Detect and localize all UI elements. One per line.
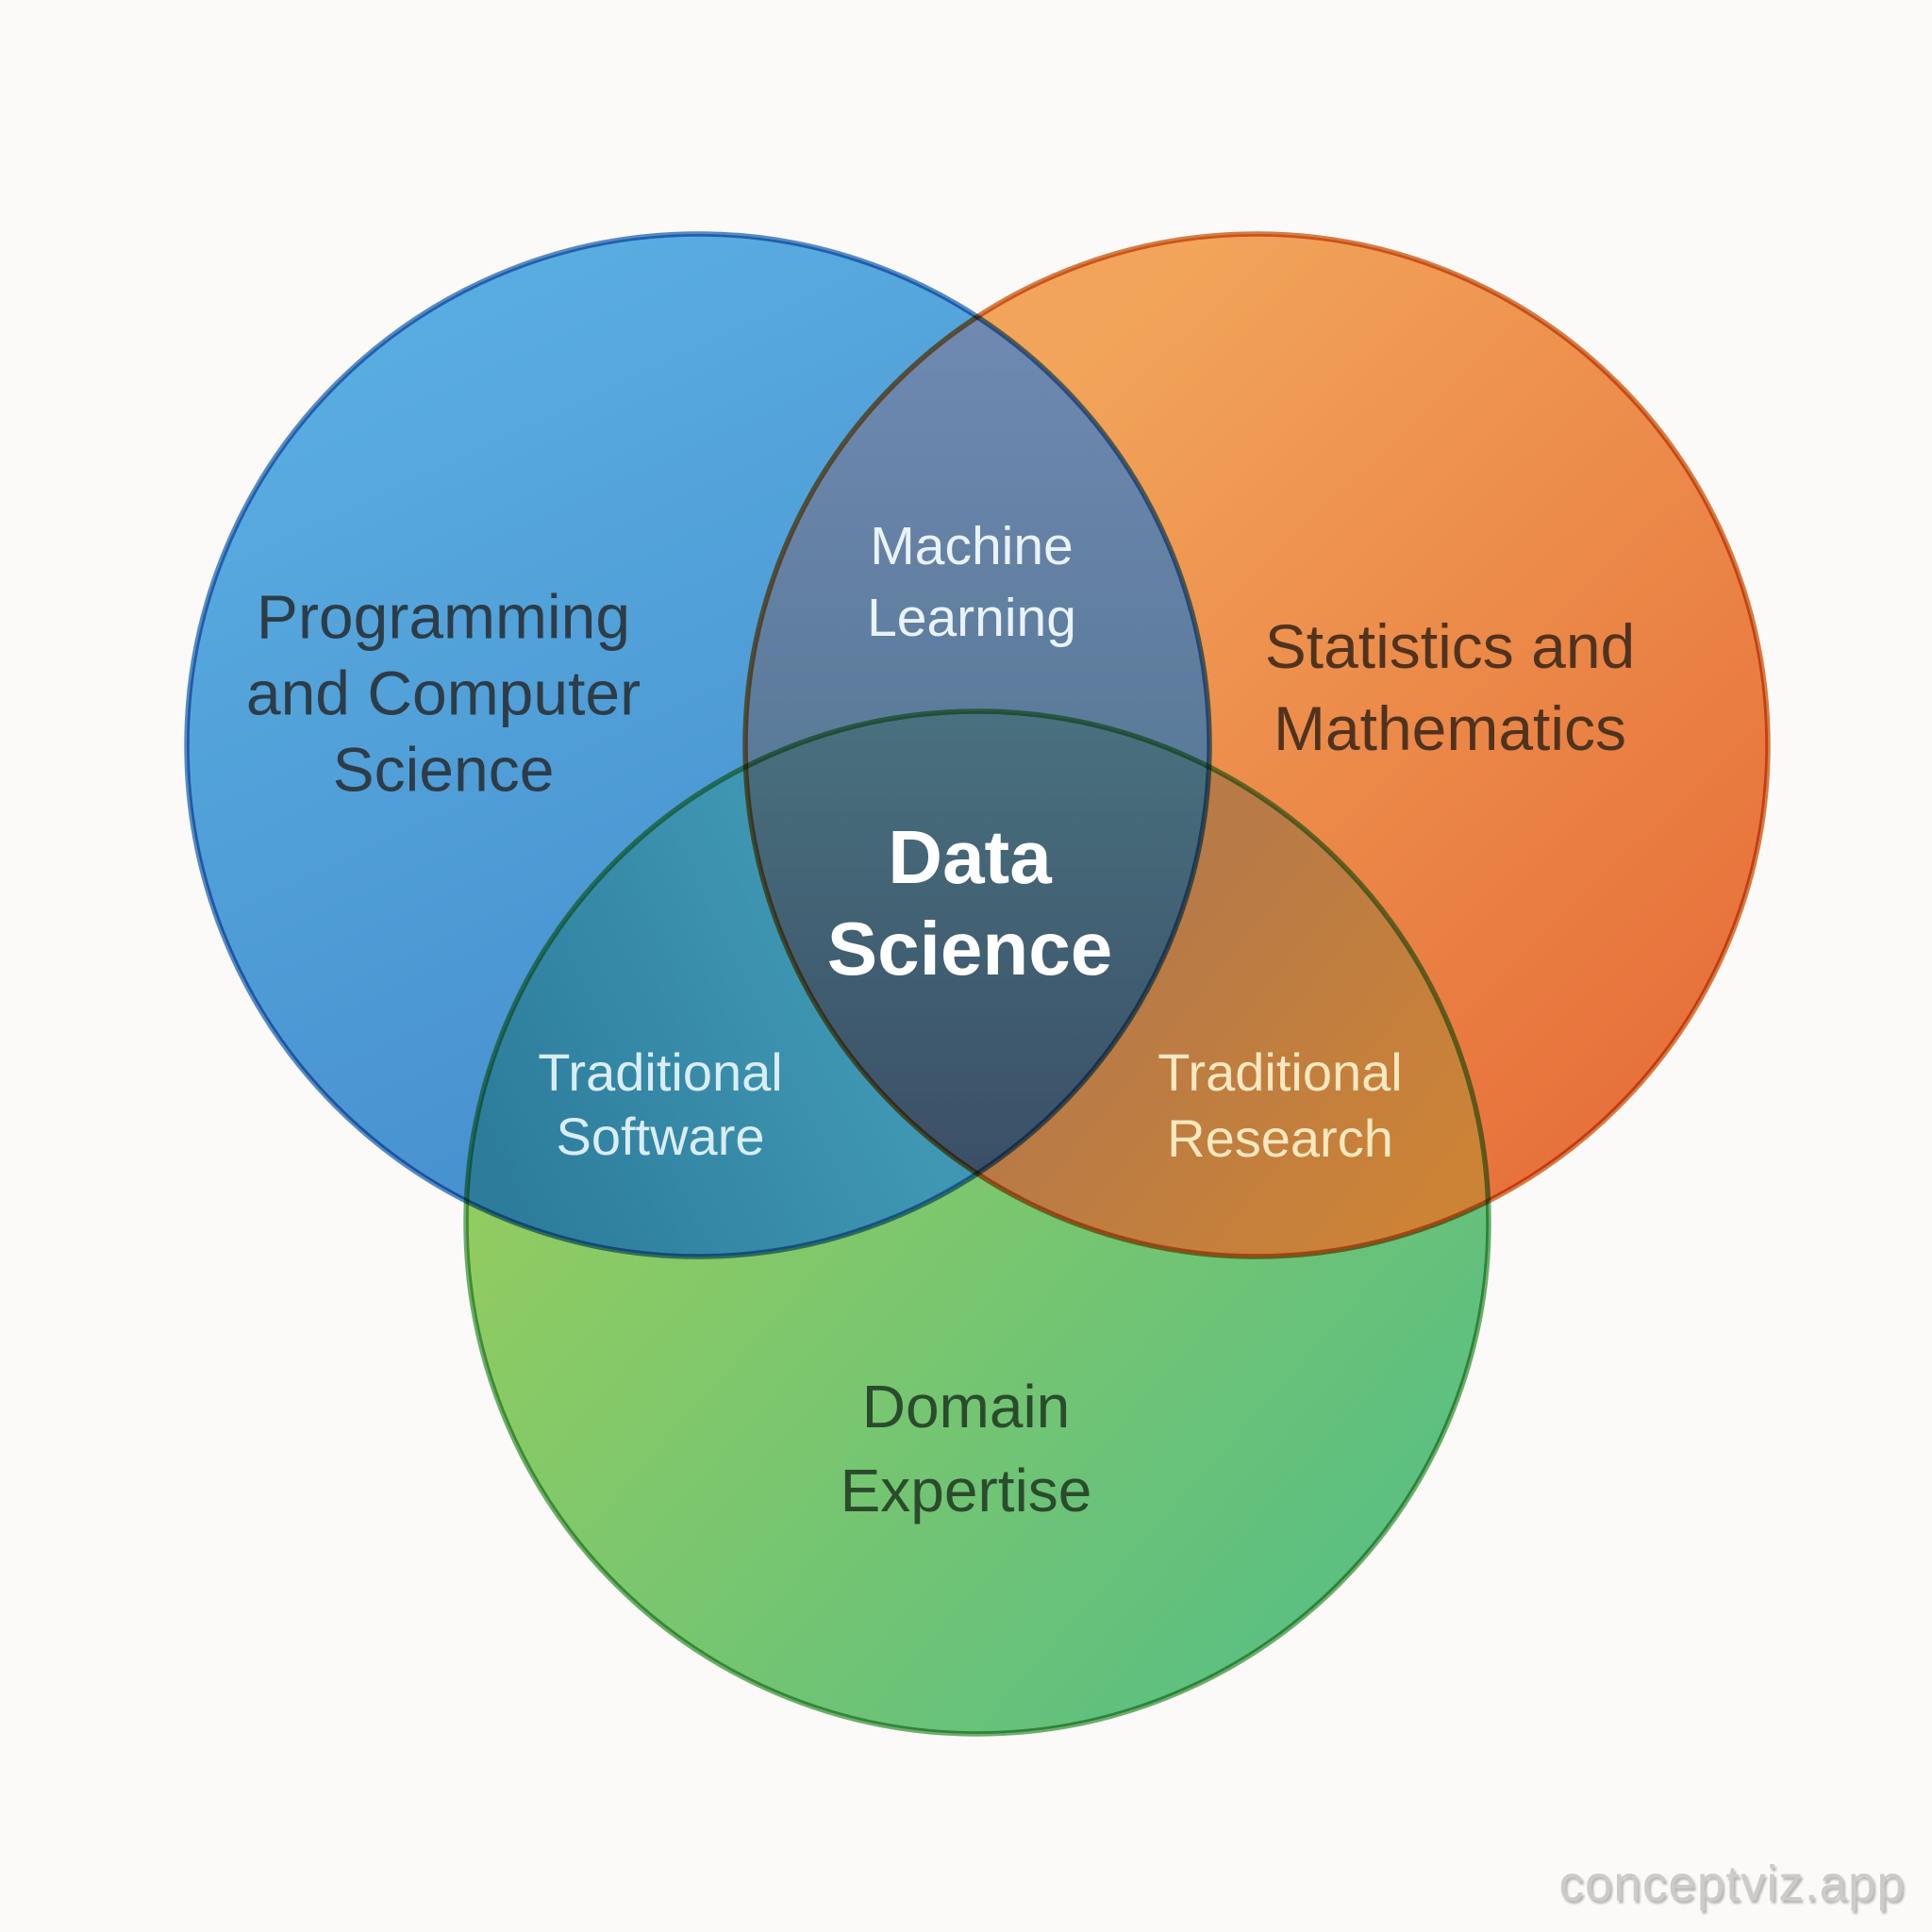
watermark: conceptviz.app bbox=[1558, 1856, 1906, 1912]
circle-outline-programming bbox=[184, 231, 1212, 1259]
circle-label-domain: Domain Expertise bbox=[840, 1373, 1092, 1524]
circle-label-programming: Programming and Computer Science bbox=[245, 581, 641, 805]
circle-outline-statistics bbox=[742, 231, 1771, 1259]
overlap-label-traditional-research: Traditional Research bbox=[1158, 1042, 1403, 1168]
circle-outline-domain bbox=[463, 708, 1491, 1737]
overlap-label-machine-learning: Machine Learning bbox=[867, 516, 1076, 648]
overlap-label-traditional-software: Traditional Software bbox=[538, 1042, 783, 1166]
circle-label-statistics: Statistics and Mathematics bbox=[1264, 611, 1636, 763]
center-label-data-science: Data Science bbox=[826, 815, 1113, 991]
